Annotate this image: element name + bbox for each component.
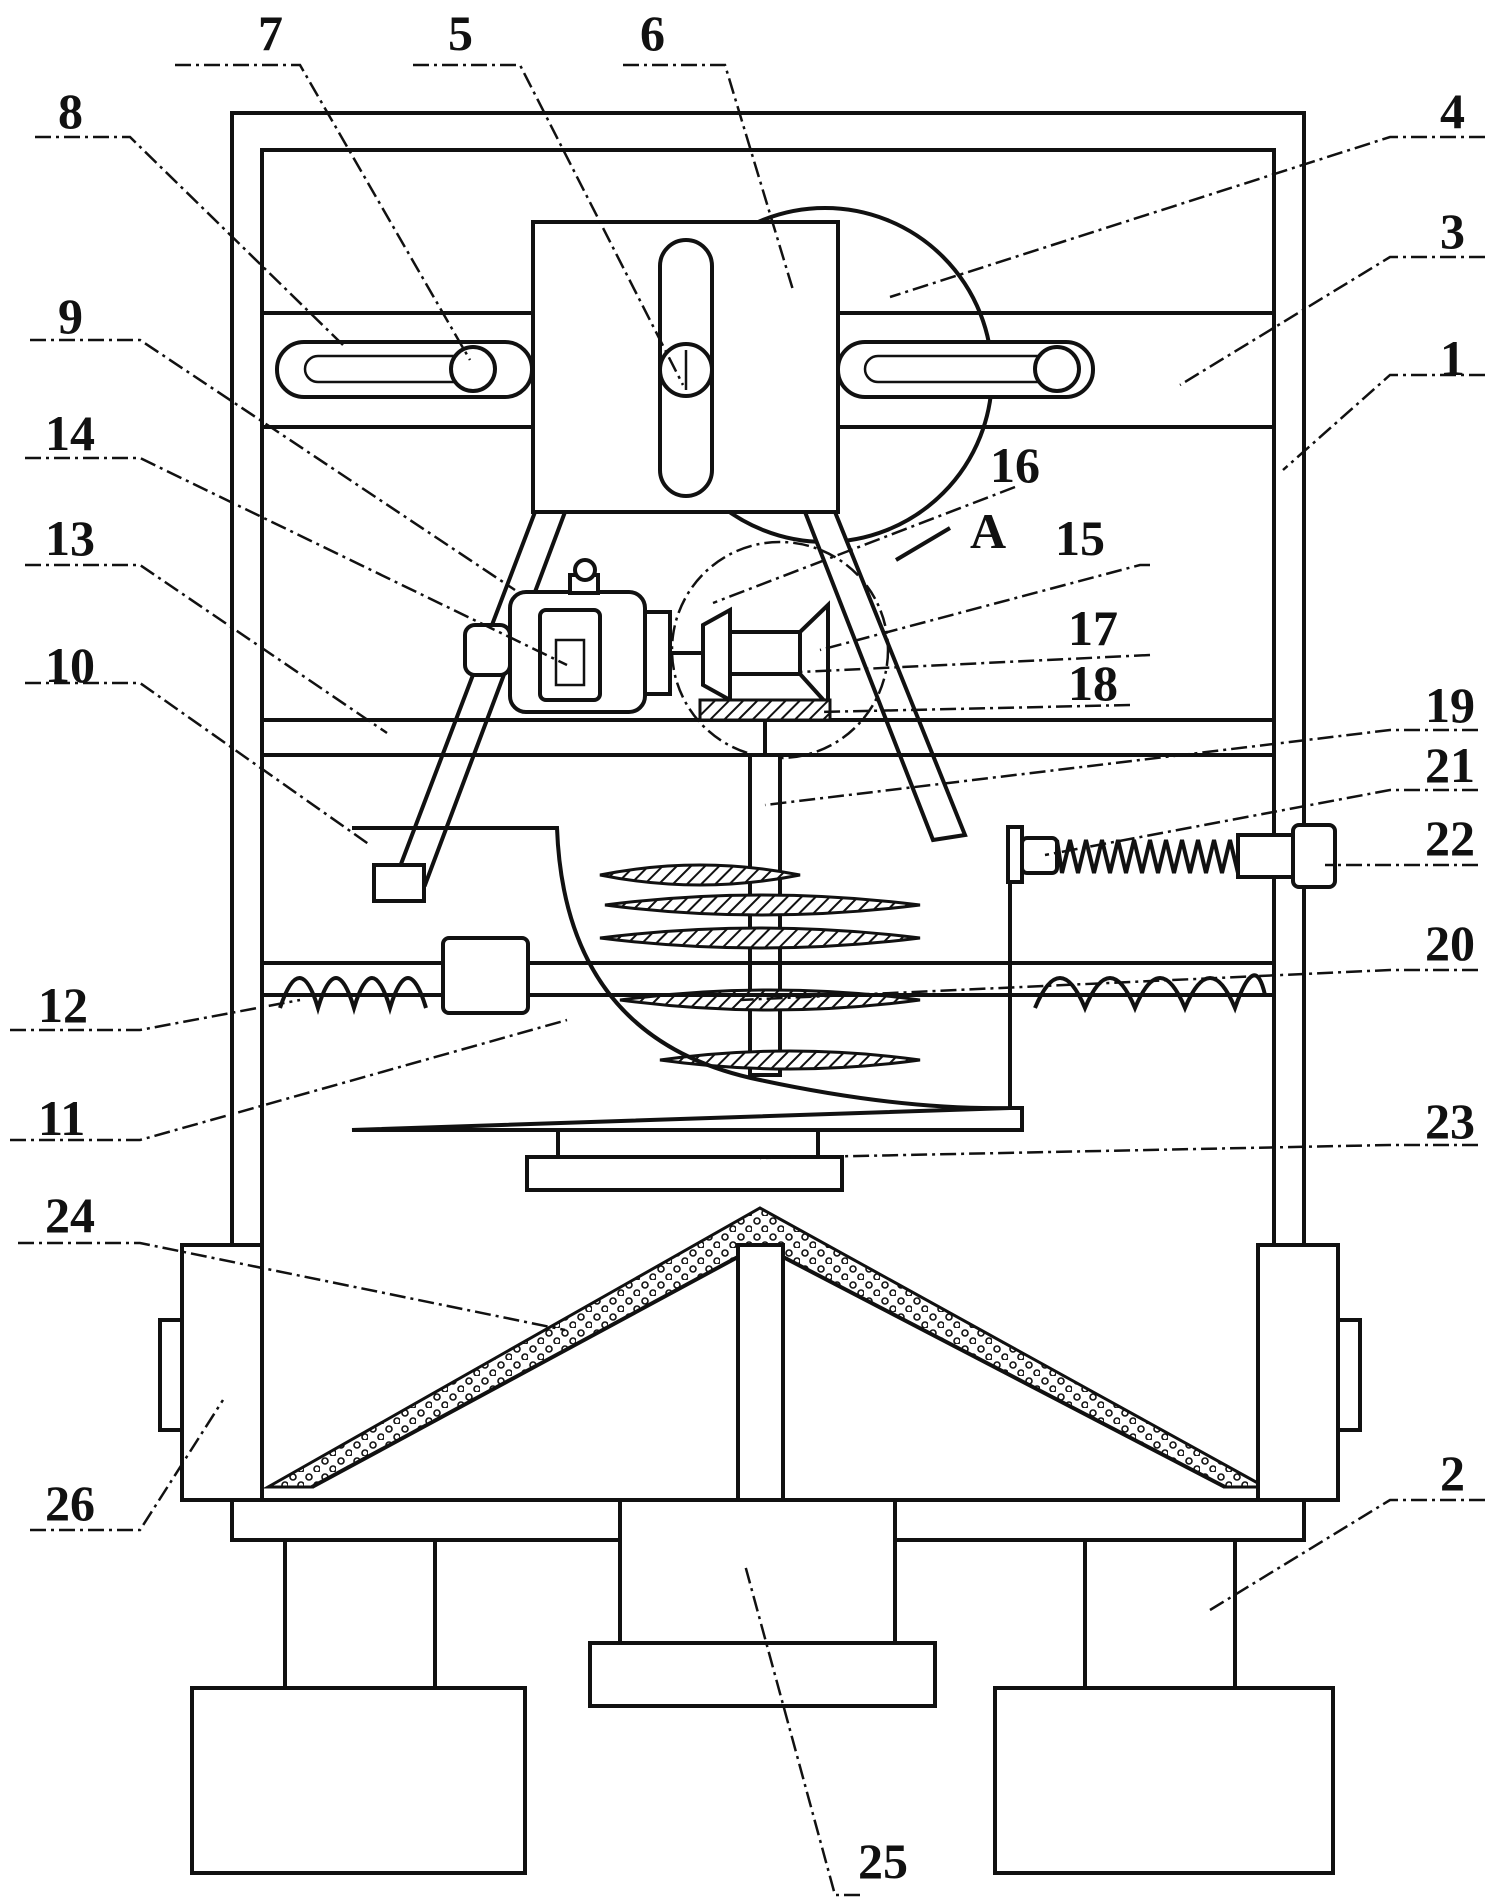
label-17: 17 bbox=[1068, 600, 1118, 656]
label-1: 1 bbox=[1440, 330, 1465, 386]
slider-block bbox=[531, 220, 840, 514]
label-3: 3 bbox=[1440, 203, 1465, 259]
label-21: 21 bbox=[1425, 737, 1475, 793]
label-19: 19 bbox=[1425, 677, 1475, 733]
label-9: 9 bbox=[58, 288, 83, 344]
label-14: 14 bbox=[45, 405, 95, 461]
label-26: 26 bbox=[45, 1475, 95, 1531]
label-20: 20 bbox=[1425, 915, 1475, 971]
screen-mesh bbox=[262, 1206, 1266, 1502]
label-7: 7 bbox=[258, 5, 283, 61]
label-18: 18 bbox=[1068, 655, 1118, 711]
screw-nut bbox=[441, 936, 530, 1015]
slot-guide-right bbox=[836, 340, 1095, 399]
label-4: 4 bbox=[1440, 83, 1465, 139]
label-12: 12 bbox=[38, 977, 88, 1033]
detail-circle-a bbox=[670, 540, 890, 760]
label-2: 2 bbox=[1440, 1445, 1465, 1501]
leader-lines bbox=[10, 63, 1485, 1897]
label-15: 15 bbox=[1055, 510, 1105, 566]
bevel-gear-set bbox=[698, 600, 832, 760]
label-5: 5 bbox=[448, 5, 473, 61]
label-23: 23 bbox=[1425, 1093, 1475, 1149]
support-feet bbox=[190, 1498, 1335, 1875]
mixing-container bbox=[351, 826, 1024, 1132]
label-25: 25 bbox=[858, 1833, 908, 1889]
motor bbox=[463, 558, 705, 714]
slot-guide-left bbox=[275, 340, 534, 399]
label-13: 13 bbox=[45, 510, 95, 566]
stirring-shaft bbox=[599, 753, 921, 1077]
label-11: 11 bbox=[38, 1090, 85, 1146]
label-10: 10 bbox=[45, 637, 95, 693]
label-22: 22 bbox=[1425, 810, 1475, 866]
label-24: 24 bbox=[45, 1187, 95, 1243]
label-6: 6 bbox=[640, 5, 665, 61]
turntable-base bbox=[525, 1128, 844, 1192]
label-16: 16 bbox=[990, 437, 1040, 493]
callout-labels: 1 2 3 4 5 6 7 8 9 10 11 12 13 14 15 16 1… bbox=[38, 5, 1475, 1889]
spring-bolt bbox=[1006, 823, 1337, 889]
middle-plate bbox=[262, 718, 1274, 757]
label-detail-a: A bbox=[970, 503, 1006, 559]
lead-screw bbox=[262, 961, 1274, 1015]
side-handles bbox=[158, 1243, 1362, 1502]
label-8: 8 bbox=[58, 83, 83, 139]
